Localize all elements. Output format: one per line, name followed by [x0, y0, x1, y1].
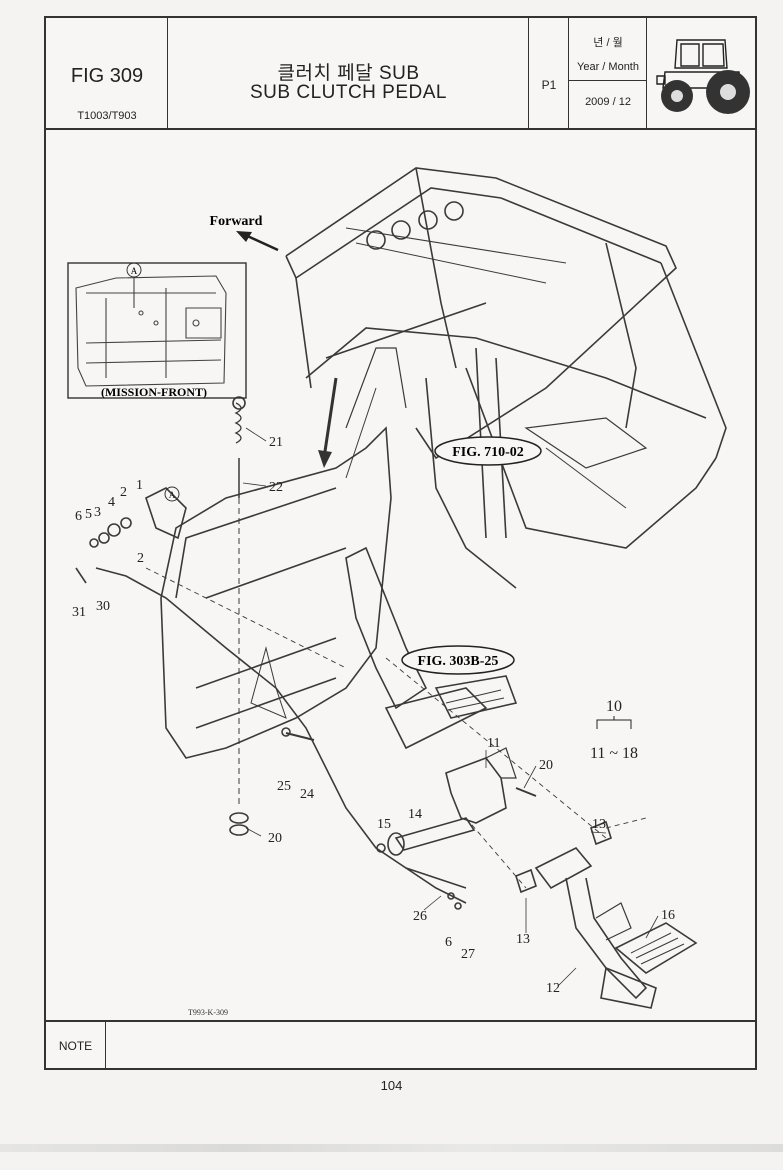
callout-1: 1: [136, 478, 143, 493]
callout-20b: 20: [539, 758, 553, 773]
date-divider: [569, 80, 647, 81]
forward-label: Forward: [210, 214, 263, 229]
callout-14: 14: [408, 807, 422, 822]
callout-2b: 2: [137, 551, 144, 566]
inset-callout-a: A: [131, 266, 138, 276]
figure-number: FIG 309: [70, 65, 144, 87]
scan-artifact: [0, 1144, 783, 1152]
page-number: 104: [380, 1078, 403, 1093]
callout-6a: 6: [75, 509, 82, 524]
callout-4: 4: [108, 495, 115, 510]
callout-30: 30: [96, 599, 110, 614]
sheet-header: FIG 309 T1003/T903 클러치 페달 SUB SUB CLUTCH…: [46, 18, 755, 130]
title-korean: 클러치 페달 SUB: [277, 63, 420, 84]
callout-11-18: 11 ~ 18: [590, 745, 638, 762]
callout-6b: 6: [445, 935, 452, 950]
drawing-code: T993-K-309: [188, 1008, 228, 1017]
ref-710-label: FIG. 710-02: [452, 445, 524, 460]
callout-27: 27: [461, 947, 475, 962]
tractor-thumbnail-cell: [647, 18, 755, 128]
exploded-parts-diagram: A (MISSION-FRONT) Forward FIG. 710-02 FI…: [46, 128, 755, 1020]
parts-sheet: FIG 309 T1003/T903 클러치 페달 SUB SUB CLUTCH…: [44, 16, 757, 1070]
fig-303b-reference: FIG. 303B-25: [401, 645, 515, 675]
note-label: NOTE: [46, 1022, 106, 1070]
callout-10: 10: [606, 698, 622, 715]
callout-22: 22: [269, 480, 283, 495]
mission-front-inset: A (MISSION-FRONT): [67, 262, 247, 399]
callout-2a: 2: [120, 485, 127, 500]
date-label-korean: 년 / 월: [593, 37, 623, 49]
model-code: T1003/T903: [77, 110, 137, 122]
page-cell: P1: [529, 18, 569, 128]
callout-5: 5: [85, 507, 92, 522]
fig-710-reference: FIG. 710-02: [434, 436, 542, 466]
figure-number-cell: FIG 309 T1003/T903: [46, 18, 168, 128]
forward-indicator: Forward: [210, 214, 279, 252]
callout-31: 31: [72, 605, 86, 620]
callout-12: 12: [546, 981, 560, 996]
callout-a: A: [169, 490, 176, 500]
ref-303-label: FIG. 303B-25: [418, 654, 499, 669]
note-row: NOTE: [46, 1020, 755, 1070]
callout-21: 21: [269, 435, 283, 450]
callout-20a: 20: [268, 831, 282, 846]
inset-label: (MISSION-FRONT): [101, 385, 207, 399]
callout-25: 25: [277, 779, 291, 794]
title-english: SUB CLUTCH PEDAL: [250, 82, 447, 103]
title-cell: 클러치 페달 SUB SUB CLUTCH PEDAL: [168, 18, 529, 128]
date-label-english: Year / Month: [577, 61, 639, 73]
date-cell: 년 / 월 Year / Month 2009 / 12: [569, 18, 647, 128]
callout-13b: 13: [516, 932, 530, 947]
callout-24: 24: [300, 787, 314, 802]
callout-15: 15: [377, 817, 391, 832]
callout-13a: 13: [592, 817, 606, 832]
page-label: P1: [541, 78, 557, 92]
diagram-svg: A (MISSION-FRONT) Forward FIG. 710-02 FI…: [67, 167, 727, 1017]
date-value: 2009 / 12: [585, 96, 631, 108]
tractor-icon: [656, 39, 750, 114]
callout-11: 11: [487, 736, 500, 751]
callout-3: 3: [94, 505, 101, 520]
callout-26: 26: [413, 909, 427, 924]
callout-16: 16: [661, 908, 675, 923]
